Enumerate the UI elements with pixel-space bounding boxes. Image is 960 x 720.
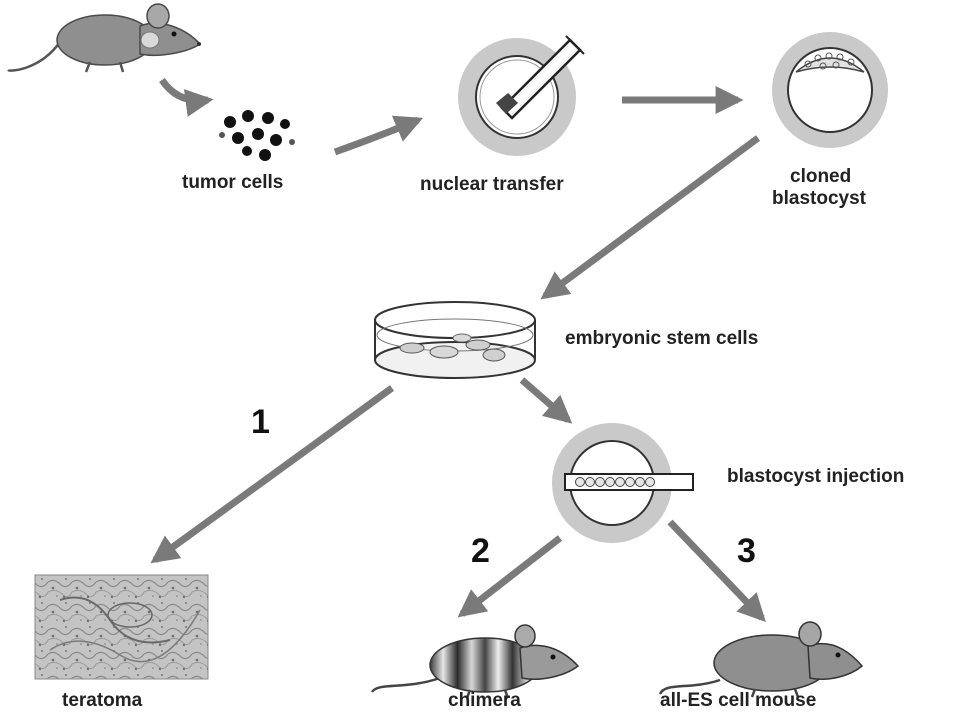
label-all-es-cell-mouse: all-ES cell mouse bbox=[660, 690, 817, 711]
label-embryonic-stem-cells: embryonic stem cells bbox=[565, 328, 759, 349]
all-es-cell-mouse-icon bbox=[658, 621, 864, 698]
blastocyst-injection-icon bbox=[552, 423, 694, 543]
label-nuclear-transfer: nuclear transfer bbox=[420, 174, 564, 195]
label-teratoma: teratoma bbox=[62, 690, 143, 711]
label-chimera: chimera bbox=[448, 690, 521, 711]
arrow-injection-to-chimera bbox=[457, 535, 563, 618]
arrow-blastocyst-to-es-cells bbox=[540, 135, 761, 300]
label-tumor-cells: tumor cells bbox=[182, 172, 284, 193]
donor-mouse-icon bbox=[7, 3, 202, 73]
step-number-2: 2 bbox=[471, 532, 490, 570]
arrow-tumor-cells-to-nuclear-transfer bbox=[333, 115, 424, 156]
arrow-mouse-to-tumor-cells bbox=[159, 77, 214, 117]
step-number-3: 3 bbox=[737, 532, 756, 570]
cloned-blastocyst-icon bbox=[772, 32, 888, 148]
teratoma-tissue-image bbox=[34, 574, 209, 680]
label-blastocyst-injection: blastocyst injection bbox=[727, 466, 905, 487]
petri-dish-icon bbox=[374, 301, 536, 379]
step-number-1: 1 bbox=[251, 403, 270, 441]
arrow-es-cells-to-injection bbox=[519, 377, 573, 424]
label-blastocyst: blastocyst bbox=[772, 188, 866, 209]
arrow-injection-to-all-es-mouse bbox=[667, 519, 766, 623]
nuclear-transfer-icon bbox=[458, 35, 585, 156]
tumor-cells-icon bbox=[219, 110, 295, 161]
arrow-es-cells-to-teratoma bbox=[150, 385, 395, 564]
chimera-mouse-icon bbox=[370, 624, 580, 699]
label-cloned: cloned bbox=[790, 166, 852, 187]
